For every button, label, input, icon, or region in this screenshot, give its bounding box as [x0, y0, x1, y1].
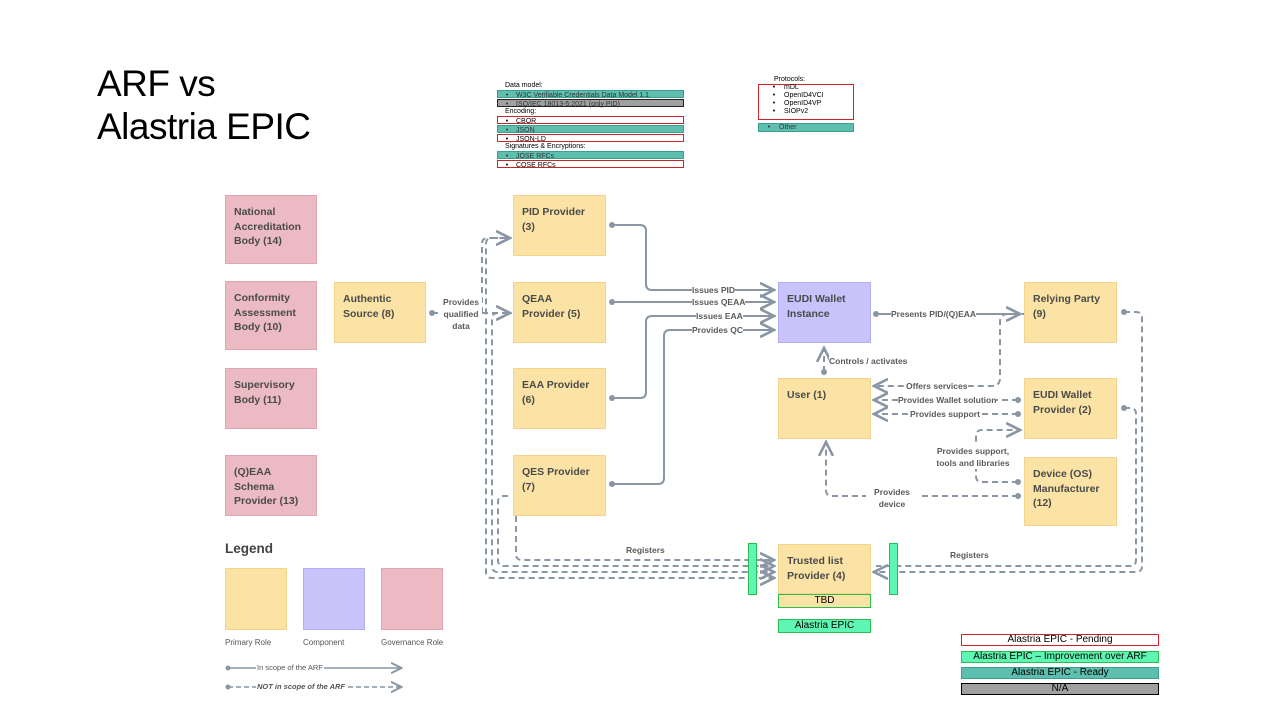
- legend-component-label: Component: [303, 638, 345, 647]
- qeaa-provider: QEAA Provider (5): [513, 282, 606, 343]
- legend-title: Legend: [225, 541, 274, 556]
- label-registers-right: Registers: [950, 550, 989, 560]
- slide-title: ARF vs Alastria EPIC: [97, 62, 311, 148]
- protocols-list: Protocols: •mDL •OpenID4VCI •OpenID4VP •…: [764, 76, 824, 116]
- label-provides-device: Provides device: [866, 486, 918, 510]
- status-legend-ready: Alastria EPIC - Ready: [961, 667, 1159, 679]
- eudi-wallet-instance: EUDI Wallet Instance: [778, 282, 871, 343]
- eudi-wallet-provider: EUDI Wallet Provider (2): [1024, 378, 1117, 439]
- data-model-w3c: •W3C Verifiable Credentials Data Model 1…: [497, 90, 684, 99]
- label-support: Provides support: [910, 409, 980, 419]
- line-issues-eaa: [612, 316, 772, 399]
- standards-list: Data model: •W3C Verifiable Credentials …: [497, 81, 684, 169]
- supervisory-body: Supervisory Body (11): [225, 368, 317, 429]
- protocol-item: •OpenID4VCI: [772, 92, 824, 99]
- label-provides-qualified-data: Provides qualified data: [440, 296, 482, 332]
- status-legend-na: N/A: [961, 683, 1159, 695]
- title-line-2: Alastria EPIC: [97, 106, 311, 147]
- protocol-other: •Other: [758, 123, 854, 132]
- label-issues-qeaa: Issues QEAA: [692, 297, 746, 307]
- pid-provider: PID Provider (3): [513, 195, 606, 256]
- label-provides-qc: Provides QC: [692, 325, 744, 335]
- relying-party: Relying Party (9): [1024, 282, 1117, 343]
- status-legend-improvement: Alastria EPIC – Improvement over ARF: [961, 651, 1159, 663]
- title-line-1: ARF vs: [97, 63, 216, 104]
- legend-governance-label: Governance Role: [381, 638, 444, 647]
- line-to-pid: [481, 238, 508, 313]
- line-offers-services: [876, 313, 1028, 386]
- line-register-1: [485, 237, 772, 578]
- label-issues-pid: Issues PID: [692, 285, 735, 295]
- legend-primary-swatch: [225, 568, 287, 630]
- legend-not-in-scope-label: NOT in scope of the ARF: [256, 682, 347, 691]
- protocol-item: •OpenID4VP: [772, 100, 822, 107]
- signatures-jose: •JOSE RFCs: [497, 151, 684, 160]
- label-issues-eaa: Issues EAA: [696, 311, 743, 321]
- legend-primary-label: Primary Role: [225, 638, 272, 647]
- eaa-provider: EAA Provider (6): [513, 368, 606, 429]
- qes-provider: QES Provider (7): [513, 455, 606, 516]
- legend-component-swatch: [303, 568, 365, 630]
- trusted-list-tbd: TBD: [778, 594, 871, 608]
- label-wallet-solution: Provides Wallet solution: [898, 395, 997, 405]
- protocol-item: •mDL: [772, 84, 799, 91]
- registers-right-highlight: [889, 543, 898, 595]
- legend-in-scope-label: In scope of the ARF: [256, 663, 324, 672]
- label-registers-left: Registers: [626, 545, 665, 555]
- authentic-source: Authentic Source (8): [334, 282, 426, 343]
- label-controls: Controls / activates: [829, 356, 908, 366]
- encoding-json: •JSON: [497, 125, 684, 134]
- encoding-json-ld: •JSON-LD: [497, 134, 684, 143]
- encoding-cbor: •CBOR: [497, 116, 684, 125]
- label-offers-services: Offers services: [906, 381, 968, 391]
- signatures-cose: •COSE RFCs: [497, 160, 684, 169]
- protocols-pending-frame: [758, 84, 854, 120]
- trusted-list-epic: Alastria EPIC: [778, 619, 871, 633]
- signatures-header: Signatures & Encryptions:: [505, 143, 586, 150]
- registers-left-highlight: [748, 543, 757, 595]
- label-presents: Presents PID/(Q)EAA: [891, 309, 977, 319]
- line-issues-pid: [612, 224, 772, 290]
- label-support-tools: Provides support, tools and libraries: [936, 445, 1010, 469]
- legend-governance-swatch: [381, 568, 443, 630]
- protocol-item: •SIOPv2: [772, 108, 809, 115]
- qeaa-schema-provider: (Q)EAA Schema Provider (13): [225, 455, 317, 516]
- line-provides-qc: [612, 330, 772, 485]
- device-manufacturer: Device (OS) Manufacturer (12): [1024, 457, 1117, 526]
- protocols-header: Protocols:: [774, 76, 806, 83]
- data-model-header: Data model:: [505, 82, 543, 89]
- line-register-4: [515, 496, 772, 560]
- conformity-assessment-body: Conformity Assessment Body (10): [225, 281, 317, 350]
- status-legend-pending: Alastria EPIC - Pending: [961, 634, 1159, 646]
- trusted-list-provider: Trusted list Provider (4): [778, 544, 871, 594]
- national-accreditation-body: National Accreditation Body (14): [225, 195, 317, 264]
- encoding-header: Encoding:: [505, 108, 537, 115]
- user: User (1): [778, 378, 871, 439]
- line-register-3: [497, 495, 772, 566]
- line-register-rp: [876, 311, 1143, 572]
- line-provides-device: [826, 444, 1018, 497]
- line-register-2: [491, 312, 772, 572]
- data-model-iso: •ISO/IEC 18013-5:2021 (only PID): [497, 99, 684, 108]
